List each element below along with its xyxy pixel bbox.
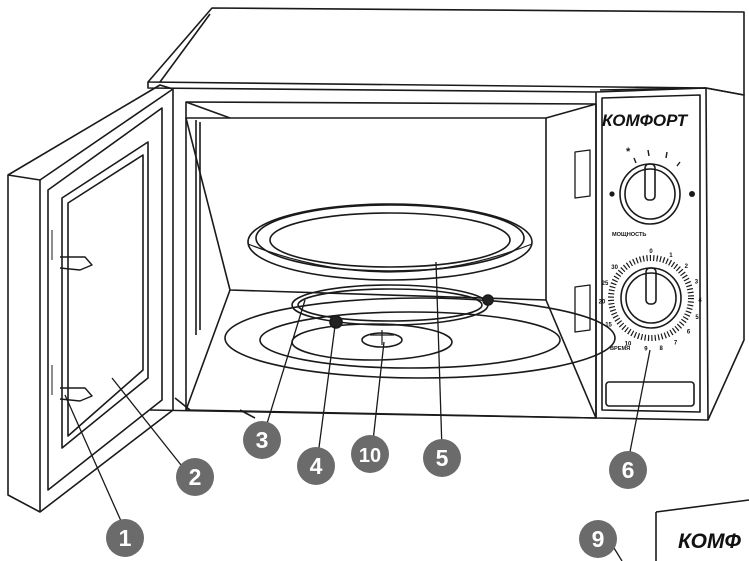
- callout-number: 5: [436, 445, 449, 471]
- callout-4: 4: [297, 447, 335, 485]
- time-label: ВРЕМЯ: [610, 346, 630, 352]
- timer-tick-label: 5: [695, 315, 699, 321]
- callout-number: 3: [256, 427, 269, 453]
- callout-5: 5: [423, 439, 461, 477]
- timer-tick-label: 25: [602, 281, 609, 287]
- timer-tick-label: 10: [625, 341, 632, 347]
- callout-badge: [106, 519, 144, 557]
- timer-tick-label: 2: [685, 264, 689, 270]
- timer-tick-label: 30: [611, 265, 618, 271]
- timer-tick-label: 6: [687, 329, 691, 335]
- timer-tick-label: 7: [674, 340, 678, 346]
- callout-6: 6: [609, 451, 647, 489]
- callout-number: 4: [310, 453, 323, 479]
- oven-cavity: [185, 101, 616, 419]
- callout-badge: [176, 458, 214, 496]
- power-knob[interactable]: [619, 163, 681, 225]
- svg-text:*: *: [626, 146, 631, 158]
- packaging-box: [655, 499, 749, 561]
- callout-number: 9: [592, 526, 605, 552]
- callout-number: 10: [359, 445, 381, 467]
- roller-wheel: [329, 315, 343, 329]
- door: [7, 84, 174, 513]
- callout-badge: [351, 435, 389, 473]
- microwave-body: [147, 7, 745, 421]
- callout-badge: [297, 447, 335, 485]
- callout-number: 2: [189, 464, 202, 490]
- callout-badge: [423, 439, 461, 477]
- glass-turntable: [247, 203, 533, 281]
- timer-tick-label: 15: [605, 323, 612, 329]
- door-window: [61, 141, 149, 449]
- timer-knob[interactable]: [608, 255, 694, 341]
- power-label: МОЩНОСТЬ: [612, 232, 646, 238]
- leader-lines: [64, 261, 651, 561]
- timer-tick-labels: 0 1 2 3 4 5 6 7 8 9 10 15 20 25 30: [599, 249, 703, 353]
- callout-3: 3: [243, 421, 281, 459]
- callout-number: 6: [622, 457, 635, 483]
- callout-1: 1: [106, 519, 144, 557]
- timer-tick-label: 20: [599, 300, 606, 306]
- control-panel: [574, 87, 709, 421]
- timer-tick-label: 4: [698, 298, 702, 304]
- timer-tick-label: 3: [695, 280, 699, 286]
- power-scale: *: [609, 146, 695, 197]
- callout-badge: [243, 421, 281, 459]
- timer-tick-label: 1: [669, 253, 673, 259]
- callout-2: 2: [176, 458, 214, 496]
- callout-group: 1 2 3 4 10 5 6 9: [106, 421, 647, 558]
- callout-9: 9: [579, 520, 617, 558]
- panel-logo: КОМФОРТ: [602, 111, 689, 130]
- callout-10: 10: [351, 435, 389, 473]
- timer-tick-label: 0: [649, 249, 653, 255]
- door-latch: [59, 387, 93, 402]
- timer-tick-label: 8: [660, 346, 664, 352]
- roller-ring: [291, 284, 494, 329]
- timer-tick-label: 9: [644, 347, 648, 353]
- box-logo: КОМФ: [678, 530, 741, 553]
- callout-number: 1: [119, 525, 132, 551]
- callout-badge: [579, 520, 617, 558]
- callout-badge: [609, 451, 647, 489]
- turntable-coupler: [361, 330, 403, 348]
